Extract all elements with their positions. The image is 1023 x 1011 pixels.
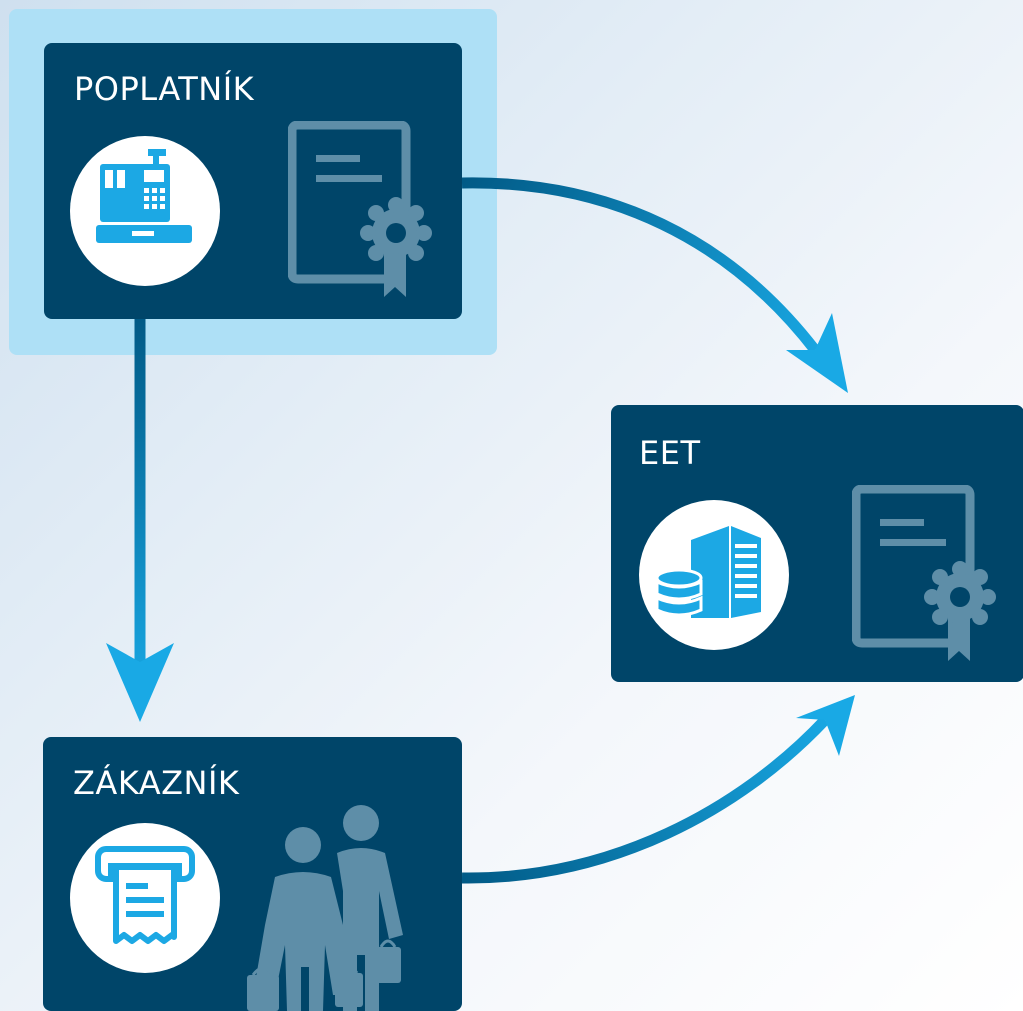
arrow-zakaznik-to-eet xyxy=(461,695,855,884)
node-title: POPLATNÍK xyxy=(74,70,255,108)
certificate-icon xyxy=(288,121,438,306)
customers-shopping-icon xyxy=(243,795,423,1011)
server-database-circle xyxy=(639,500,789,650)
cash-register-icon xyxy=(96,149,192,243)
arrow-poplatnik-to-eet xyxy=(461,177,848,393)
node-eet[interactable]: EET xyxy=(611,405,1023,682)
node-title: ZÁKAZNÍK xyxy=(73,764,240,802)
cash-register-circle xyxy=(70,136,220,286)
server-database-icon xyxy=(655,526,761,618)
receipt-circle xyxy=(70,823,220,973)
receipt-icon xyxy=(95,846,195,944)
arrow-poplatnik-to-zakaznik xyxy=(106,318,174,722)
certificate-icon xyxy=(852,485,1002,670)
node-zakaznik[interactable]: ZÁKAZNÍK xyxy=(43,737,462,1011)
node-poplatnik[interactable]: POPLATNÍK xyxy=(44,43,462,319)
node-title: EET xyxy=(639,434,701,472)
